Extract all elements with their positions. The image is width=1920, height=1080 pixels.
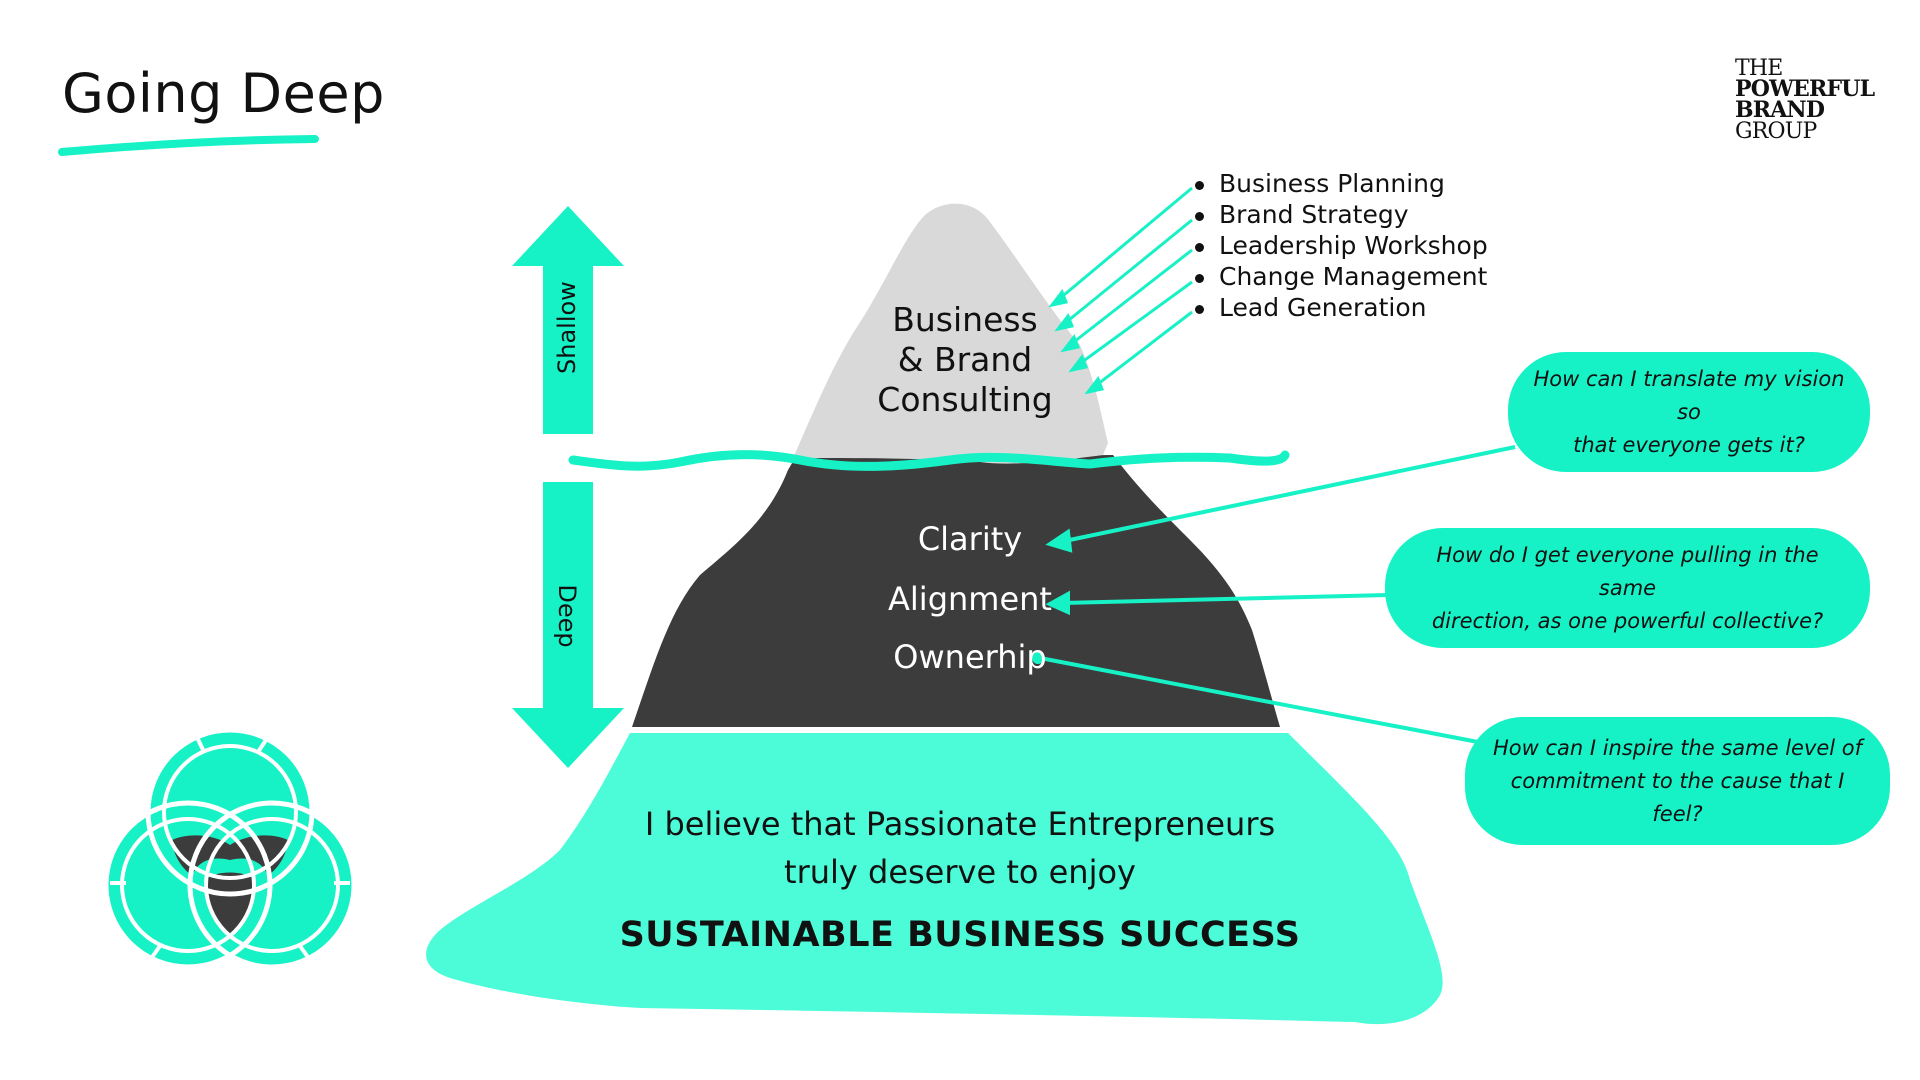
question-line: How do I get everyone pulling in the sam… bbox=[1436, 542, 1819, 600]
list-item: Business Planning bbox=[1195, 168, 1488, 199]
iceberg-tip bbox=[793, 203, 1108, 464]
service-arrows bbox=[1048, 186, 1193, 395]
iceberg-middle bbox=[632, 455, 1280, 727]
clarity-label: Clarity bbox=[917, 520, 1023, 558]
services-list: Business Planning Brand Strategy Leaders… bbox=[1195, 168, 1488, 323]
deep-label: Deep bbox=[553, 584, 581, 648]
belief-line: truly deserve to enjoy bbox=[784, 853, 1136, 891]
venn-circles-icon bbox=[103, 727, 357, 970]
logo-line: THE bbox=[1735, 56, 1783, 81]
title-underline bbox=[58, 135, 319, 156]
list-item: Leadership Workshop bbox=[1195, 230, 1488, 261]
ownership-label: Ownerhip bbox=[893, 638, 1047, 676]
arrow-up-icon bbox=[512, 206, 624, 434]
list-item: Change Management bbox=[1195, 261, 1488, 292]
question-arrows bbox=[1032, 445, 1516, 744]
tip-label: Business & Brand Consulting bbox=[845, 300, 1085, 420]
question-line: commitment to the cause that I feel? bbox=[1510, 768, 1845, 826]
tip-label-line: Consulting bbox=[877, 380, 1053, 419]
question-line: direction, as one powerful collective? bbox=[1431, 608, 1824, 633]
arrow-down-icon bbox=[512, 482, 624, 768]
iceberg-base bbox=[426, 733, 1443, 1025]
brand-logo: THE POWERFUL BRAND GROUP bbox=[1735, 56, 1875, 144]
logo-line: POWERFUL bbox=[1735, 76, 1875, 102]
belief-line: I believe that Passionate Entrepreneurs bbox=[644, 805, 1276, 843]
success-statement: SUSTAINABLE BUSINESS SUCCESS bbox=[619, 915, 1301, 955]
list-item: Brand Strategy bbox=[1195, 199, 1488, 230]
logo-line: GROUP bbox=[1735, 119, 1817, 144]
shallow-label: Shallow bbox=[553, 281, 581, 374]
tip-label-line: & Brand bbox=[897, 340, 1033, 379]
question-bubble-vision: How can I translate my vision so that ev… bbox=[1508, 352, 1870, 472]
page-title: Going Deep bbox=[62, 62, 385, 125]
belief-statement: I believe that Passionate Entrepreneurs … bbox=[600, 800, 1320, 896]
question-line: that everyone gets it? bbox=[1573, 432, 1805, 457]
alignment-label: Alignment bbox=[888, 580, 1052, 618]
question-bubble-alignment: How do I get everyone pulling in the sam… bbox=[1385, 528, 1870, 648]
tip-label-line: Business bbox=[892, 300, 1038, 339]
question-bubble-commitment: How can I inspire the same level of comm… bbox=[1465, 717, 1890, 845]
list-item: Lead Generation bbox=[1195, 292, 1488, 323]
water-line bbox=[568, 450, 1290, 471]
question-line: How can I translate my vision so bbox=[1533, 366, 1845, 424]
logo-line: BRAND bbox=[1735, 97, 1825, 123]
question-line: How can I inspire the same level of bbox=[1492, 735, 1863, 760]
